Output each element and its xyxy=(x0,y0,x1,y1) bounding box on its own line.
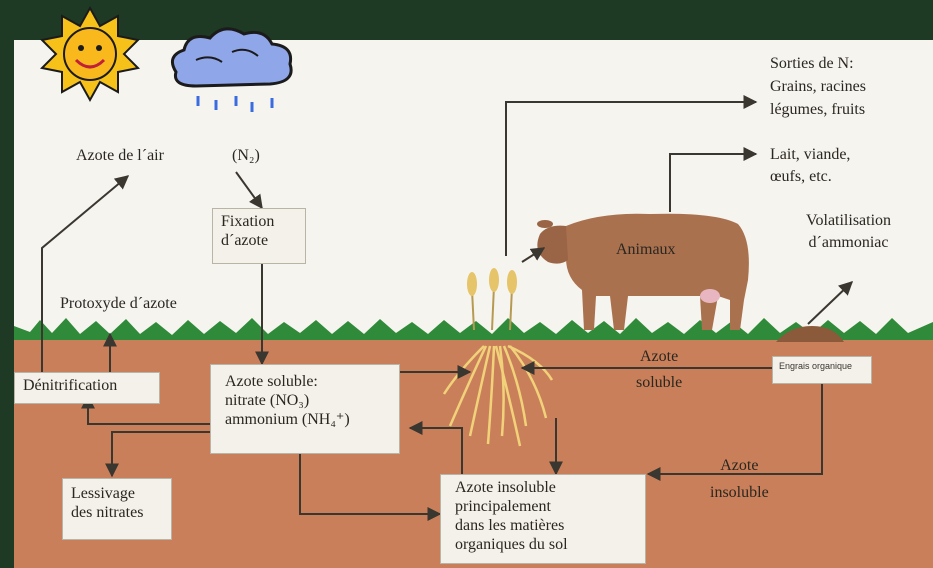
engrais-box: Engrais organique xyxy=(772,356,872,384)
protoxyde-label: Protoxyde d´azote xyxy=(60,294,177,313)
sorties-label: Sorties de N: Grains, racines légumes, f… xyxy=(770,52,866,122)
azote-soluble-arrow-label: Azote soluble xyxy=(636,344,682,397)
fixation-box: Fixation d´azote xyxy=(212,208,306,264)
soluble-nitrogen-box: Azote soluble: nitrate (NO₃) ammonium (N… xyxy=(210,364,400,454)
volatilisation-label: Volatilisation d´ammoniac xyxy=(806,210,891,253)
lait-viande-label: Lait, viande, œufs, etc. xyxy=(770,144,850,187)
ammonium-line: ammonium (NH₄⁺) xyxy=(225,411,385,430)
azote-insoluble-arrow-label: Azote insoluble xyxy=(710,452,769,506)
denitrification-box: Dénitrification xyxy=(14,372,160,404)
soluble-title: Azote soluble: xyxy=(225,373,385,392)
animaux-label: Animaux xyxy=(616,240,676,259)
n2-formula-label: (N₂) xyxy=(232,146,260,165)
insoluble-nitrogen-box: Azote insoluble principalement dans les … xyxy=(440,474,646,564)
nitrate-line: nitrate (NO₃) xyxy=(225,392,385,411)
lessivage-box: Lessivage des nitrates xyxy=(62,478,172,540)
air-nitrogen-label: Azote de l´air xyxy=(76,146,164,165)
